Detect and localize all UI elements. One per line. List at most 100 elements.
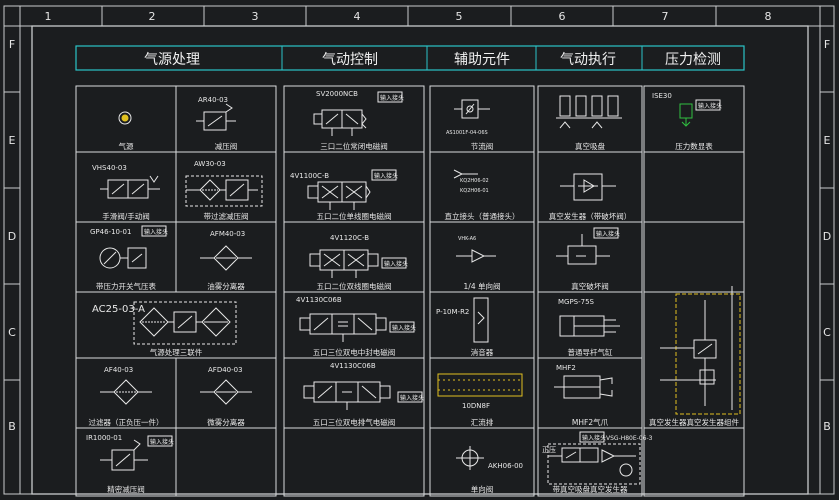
caption-a4: 带过滤减压阀 — [204, 211, 249, 221]
model-c5: 10DN8F — [462, 402, 490, 410]
caption-c1: 节流阀 — [471, 141, 494, 151]
row-letter: E — [824, 134, 831, 147]
model-b3: 4V1120C-B — [330, 234, 369, 242]
model-c3: VHK-A6 — [458, 236, 476, 242]
reducing-valve-icon — [196, 103, 236, 131]
tag-e1: 输入接头 — [698, 102, 722, 110]
caption-c3: 1/4 单向阀 — [464, 281, 501, 291]
column-ruler — [4, 6, 834, 27]
model-e1: ISE30 — [652, 92, 672, 100]
tag-d6: 输入接头 — [582, 434, 606, 442]
caption-a7: 气源处理三联件 — [150, 347, 203, 357]
tag-d3: 输入接头 — [596, 230, 620, 238]
caption-d2: 真空发生器（带破坏阀） — [549, 211, 632, 221]
precision-regulator-icon — [100, 439, 148, 471]
caption-d4: 普通导杆气缸 — [568, 347, 613, 357]
manifold-icon — [437, 373, 523, 397]
header-actuator: 气动执行 — [560, 52, 616, 68]
tag-b5: 输入接头 — [400, 394, 424, 402]
caption-a3: 手滑阀/手动阀 — [102, 211, 150, 221]
caption-a1: 气源 — [119, 141, 134, 151]
caption-a8: 过滤器（正负压一件） — [89, 417, 164, 427]
model-d6: VSG-H80E-06-3 — [606, 435, 653, 442]
caption-a9: 微雾分离器 — [207, 417, 245, 427]
model-a2: AR40-03 — [198, 96, 228, 104]
model-a5: GP46-10-01 — [90, 228, 131, 236]
micro-mist-separator-icon — [200, 379, 252, 405]
caption-c2: 直立接头（普通接头） — [445, 211, 520, 221]
row-letter: C — [8, 326, 16, 339]
model-a4: AW30-03 — [194, 160, 226, 168]
check-valve-icon — [456, 249, 496, 263]
model-c2: KQ2H06-02 — [460, 178, 489, 184]
caption-d3: 真空破坏阀 — [571, 281, 609, 291]
caption-d6: 带真空吸盘真空发生器 — [553, 484, 628, 494]
row-letter: D — [8, 230, 16, 243]
caption-a10: 精密减压阀 — [107, 484, 145, 494]
vacuum-cup-icon — [556, 95, 622, 129]
header-pressure: 压力检测 — [665, 52, 721, 68]
input-tags: 输入接头 输入接头 输入接头 输入接头 输入接头 输入接头 输入接头 输入接头 … — [141, 91, 722, 447]
caption-e2: 真空发生器真空发生器组件 — [649, 417, 739, 427]
row-letter: D — [823, 230, 831, 243]
silencer-icon — [473, 297, 489, 343]
row-letter: C — [823, 326, 831, 339]
model-a7: AC25-03-A — [92, 304, 145, 315]
caption-b2: 五口二位单线圈电磁阀 — [317, 211, 392, 221]
tag-a5: 输入接头 — [144, 228, 168, 236]
caption-b1: 三口二位常闭电磁阀 — [320, 141, 388, 151]
column-number: 4 — [354, 10, 361, 23]
caption-b4: 五口三位双电中封电磁阀 — [313, 347, 396, 357]
column-number: 7 — [662, 10, 669, 23]
solenoid-valve-3-2-icon — [313, 109, 367, 136]
fitting-icon — [453, 169, 478, 179]
row-letter: B — [823, 420, 831, 433]
vacuum-assembly-icon — [660, 286, 741, 415]
mist-separator-icon — [200, 245, 252, 271]
model-a3: VHS40-03 — [92, 164, 127, 172]
column-number: 8 — [765, 10, 772, 23]
caption-c6: 单向阀 — [471, 484, 494, 494]
filter-icon — [100, 379, 152, 405]
header-auxiliary: 辅助元件 — [454, 52, 510, 68]
caption-e1: 压力数显表 — [675, 141, 713, 151]
row-letter: F — [9, 38, 15, 51]
gripper-icon — [554, 375, 613, 399]
component-table — [75, 85, 745, 497]
frl-unit-icon — [133, 301, 237, 345]
row-letter: F — [824, 38, 830, 51]
model-b2: 4V1100C-B — [290, 172, 329, 180]
caption-a2: 减压阀 — [215, 141, 238, 151]
column-number: 6 — [559, 10, 566, 23]
model-a6: AFM40-03 — [210, 230, 245, 238]
tag-a10: 输入接头 — [150, 438, 174, 446]
check-valve-icon — [456, 446, 484, 470]
pressure-switch-icon — [679, 103, 693, 127]
guided-cylinder-icon — [559, 315, 620, 337]
header-pneumatic-control: 气动控制 — [322, 52, 378, 68]
row-ruler — [4, 6, 834, 494]
caption-c4: 消音器 — [471, 347, 494, 357]
tag-b3: 输入接头 — [384, 260, 408, 268]
column-number: 2 — [149, 10, 156, 23]
model-a9: AFD40-03 — [208, 366, 243, 374]
model-b4: 4V1130C06B — [296, 296, 342, 304]
model-a10: IR1000-01 — [86, 434, 122, 442]
model-c2b: KQ2H06-01 — [460, 188, 489, 194]
category-header: 气源处理 气动控制 辅助元件 气动执行 压力检测 — [75, 45, 745, 71]
model-d4: MGPS-75S — [558, 298, 595, 306]
model-c6: AKH06-00 — [488, 462, 523, 470]
row-letter: B — [8, 420, 16, 433]
column-number: 5 — [456, 10, 463, 23]
vacuum-break-valve-icon — [556, 234, 610, 265]
solenoid-valve-5-3-exhaust-icon — [303, 381, 391, 410]
row-letter: E — [9, 134, 16, 147]
pressure-switch-gauge-icon — [99, 247, 147, 269]
column-number: 1 — [45, 10, 52, 23]
column-number: 3 — [252, 10, 259, 23]
solenoid-valve-5-2-double-icon — [309, 249, 379, 278]
model-d5: MHF2 — [556, 364, 576, 372]
tag-b4: 输入接头 — [392, 324, 416, 332]
solenoid-valve-5-3-closed-icon — [299, 313, 387, 342]
vacuum-generator-cup-icon — [547, 443, 641, 485]
